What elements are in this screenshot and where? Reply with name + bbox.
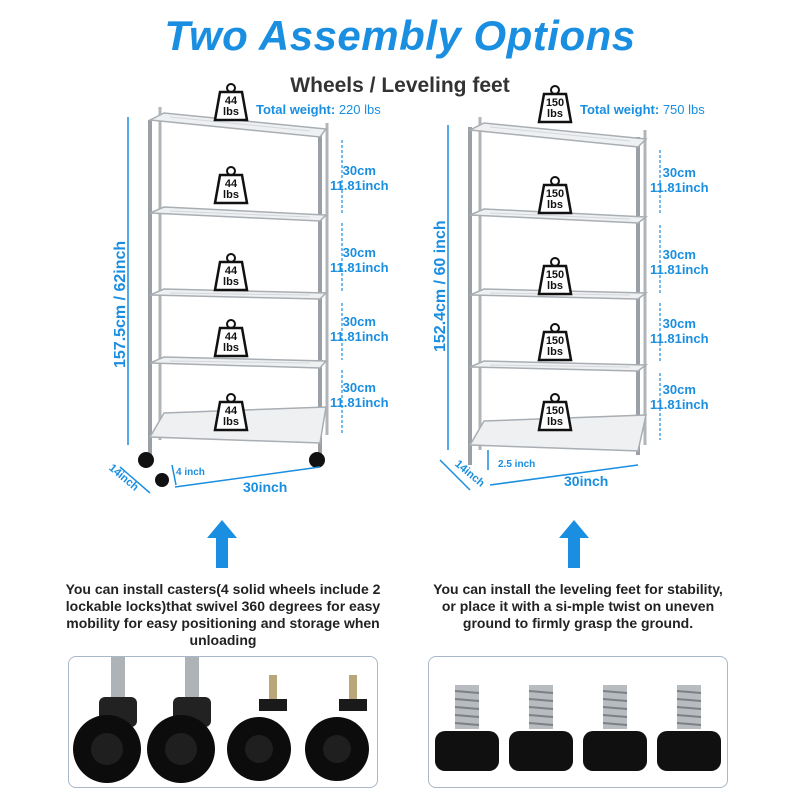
weight-icon (537, 330, 573, 362)
total-weight-right: Total weight: 750 lbs (580, 102, 705, 117)
leveling-feet-photo (428, 656, 728, 788)
caster-wheels-illustration (73, 657, 369, 783)
width-dimension-right: 30inch (564, 473, 609, 489)
weight-icon (537, 400, 573, 432)
leveling-shelf-illustration (439, 117, 661, 491)
bottom-gap-left: 4 inch (176, 467, 205, 478)
width-dimension-left: 30inch (243, 479, 288, 495)
weight-icon (213, 173, 249, 205)
wheeled-shelf-illustration (119, 107, 343, 494)
weight-icon (537, 264, 573, 296)
weight-icon (537, 92, 573, 124)
wheels-description: You can install casters(4 solid wheels i… (65, 581, 381, 648)
weight-icon (213, 326, 249, 358)
leveling-feet-description: You can install the leveling feet for st… (433, 581, 723, 631)
weight-icon (213, 400, 249, 432)
page-subtitle: Wheels / Leveling feet (290, 74, 510, 97)
height-dimension-right: 152.4cm / 60 inch (432, 220, 449, 352)
bottom-gap-right: 2.5 inch (498, 459, 536, 470)
weight-icon (537, 183, 573, 215)
total-weight-left: Total weight: 220 lbs (256, 102, 381, 117)
height-dimension-left: 157.5cm / 62inch (112, 240, 129, 368)
up-arrow-icon (559, 520, 589, 568)
casters-photo (68, 656, 378, 788)
weight-icon (213, 90, 249, 122)
up-arrow-icon (207, 520, 237, 568)
page-title: Two Assembly Options (164, 12, 636, 59)
weight-icon (213, 260, 249, 292)
leveling-feet-illustration (435, 685, 721, 771)
